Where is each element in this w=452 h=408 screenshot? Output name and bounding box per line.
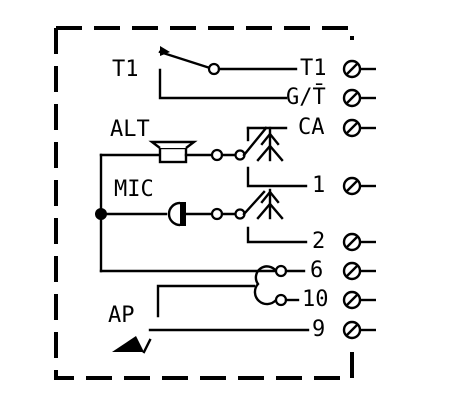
buzzer-icon <box>256 126 284 162</box>
ap-label: AP <box>108 303 135 328</box>
t1-switch: T1 <box>112 46 298 100</box>
terminal-labels: T1 G/T̄ CA 1 2 6 10 9 <box>286 56 329 342</box>
terminal-label-t1: T1 <box>300 56 327 81</box>
terminal-screws <box>342 59 376 340</box>
speaker-icon <box>148 140 198 164</box>
terminal-label-2: 2 <box>312 229 325 254</box>
buzzer-ca <box>246 126 308 188</box>
microphone-icon <box>167 201 186 227</box>
terminal-screw-icon <box>342 232 376 252</box>
speaker-alt: ALT <box>110 117 268 164</box>
terminal-screw-icon <box>342 59 376 79</box>
enclosure-frame <box>54 26 354 380</box>
terminal-label-ca: CA <box>298 115 325 140</box>
terminal-screw-icon <box>342 320 376 340</box>
terminal-label-6: 6 <box>310 258 323 283</box>
terminal-screw-icon <box>342 261 376 281</box>
switch-contact-icon <box>158 50 212 70</box>
terminal-label-g-t: G/T̄ <box>286 84 326 110</box>
terminal-label-1: 1 <box>312 173 325 198</box>
terminal-label-10: 10 <box>302 287 329 312</box>
t1-switch-label: T1 <box>112 57 139 82</box>
ap-unit: AP <box>108 303 310 354</box>
terminal-label-9: 9 <box>312 317 325 342</box>
terminal-screw-icon <box>342 118 376 138</box>
terminal-screw-icon <box>342 88 376 108</box>
mic-label: MIC <box>114 177 154 202</box>
crossover-6-10 <box>156 264 306 318</box>
terminal-screw-icon <box>342 290 376 310</box>
terminal-screw-icon <box>342 176 376 196</box>
alt-label: ALT <box>110 117 150 142</box>
microphone-mic: MIC <box>114 177 308 244</box>
buzzer-icon <box>256 188 284 220</box>
ap-symbol-icon <box>112 336 152 354</box>
switch-pivot-icon <box>207 62 221 76</box>
common-bus <box>95 153 278 273</box>
switch-arrow-icon <box>160 46 170 56</box>
